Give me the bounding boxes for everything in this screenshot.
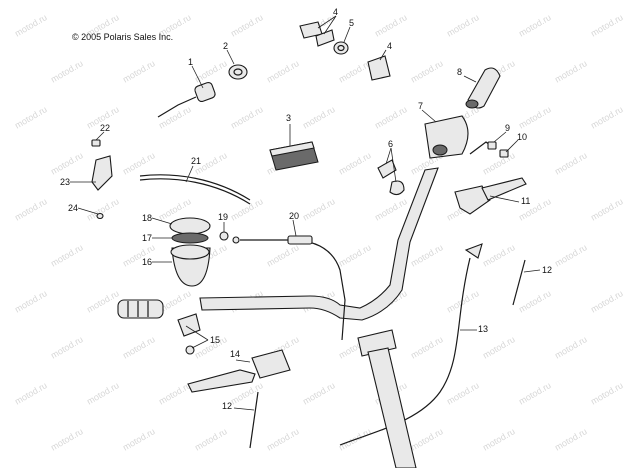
- part-label-13: 13: [478, 324, 489, 334]
- steering-column: [357, 329, 417, 468]
- leader-lines: [70, 15, 541, 411]
- lever-11: [454, 177, 527, 215]
- clip-6: [377, 159, 405, 196]
- cable-21: [139, 174, 251, 205]
- part-label-3: 3: [286, 113, 292, 123]
- switch-1: [157, 81, 216, 118]
- cable-20: [232, 235, 346, 341]
- housing-16-17-18: [169, 217, 211, 287]
- right-grip-8: [465, 67, 501, 109]
- part-label-23: 23: [60, 177, 71, 187]
- parts-22-23-24: [91, 139, 113, 220]
- throttle-7: [424, 115, 495, 159]
- part-label-15: 15: [210, 335, 221, 345]
- rod-12b: [249, 391, 259, 449]
- part-label-24: 24: [68, 203, 79, 213]
- part-label-6: 6: [388, 139, 394, 149]
- part-label-14: 14: [230, 349, 241, 359]
- part-label-5: 5: [349, 18, 355, 28]
- part-label-4b: 4: [387, 41, 393, 51]
- block-3: [269, 141, 319, 171]
- left-grip: [117, 299, 164, 319]
- master-cylinder-14-15: [177, 313, 291, 393]
- part-label-21: 21: [191, 156, 202, 166]
- part-label-12b: 12: [222, 401, 233, 411]
- part-label-11: 11: [521, 196, 531, 206]
- part-label-17: 17: [142, 233, 153, 243]
- clips-4-5: [299, 21, 391, 81]
- part-label-20: 20: [289, 211, 300, 221]
- rod-12a: [512, 259, 526, 306]
- part-label-9: 9: [505, 123, 511, 133]
- part-label-22: 22: [100, 123, 111, 133]
- copyright-notice: © 2005 Polaris Sales Inc.: [72, 32, 174, 42]
- part-label-7: 7: [418, 101, 424, 111]
- part-label-16: 16: [142, 257, 153, 267]
- part-label-18: 18: [142, 213, 153, 223]
- part-label-10: 10: [517, 132, 528, 142]
- fitting-19: [219, 231, 229, 241]
- bolts-9-10: [487, 141, 509, 158]
- part-label-1: 1: [188, 57, 194, 67]
- part-label-8: 8: [457, 67, 463, 77]
- part-label-12a: 12: [542, 265, 553, 275]
- handlebar: [199, 167, 439, 321]
- part-label-2: 2: [223, 41, 229, 51]
- part-label-4a: 4: [333, 7, 339, 17]
- ring-2: [228, 64, 248, 80]
- part-label-19: 19: [218, 212, 229, 222]
- cable-13: [339, 243, 483, 446]
